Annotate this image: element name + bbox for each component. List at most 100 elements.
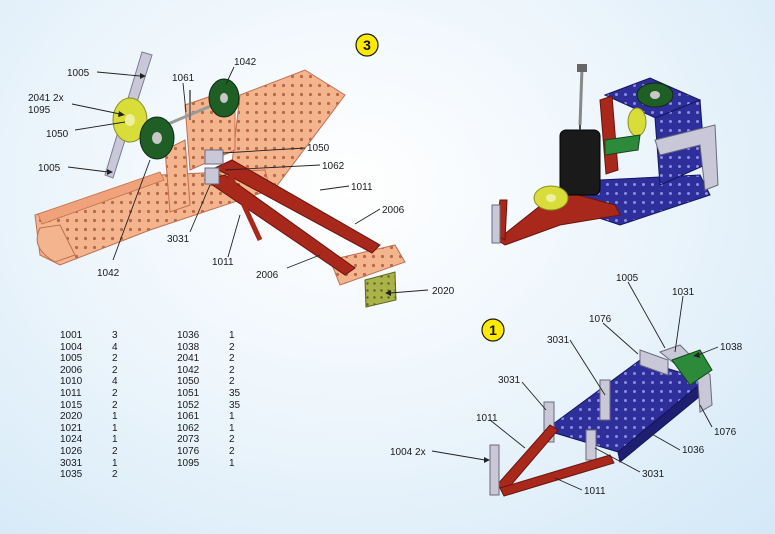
callout-1011-bottom: 1011 — [212, 257, 234, 268]
boat-gray-frame — [654, 124, 719, 191]
part-quantity: 1 — [112, 411, 118, 423]
green-wheel-hub-rear — [220, 93, 228, 103]
yellow-disc-hub — [125, 114, 135, 126]
callout-1005-bottom: 1005 — [38, 163, 61, 174]
parts-row: 1050 2 — [177, 376, 259, 388]
step3-leader-lines — [67, 66, 429, 296]
green-wheel-hub-front — [152, 132, 162, 144]
step1-bracket-3031-top — [599, 379, 611, 421]
part-number: 1024 — [60, 434, 83, 446]
part-quantity: 1 — [229, 330, 235, 341]
boat-green-plate — [604, 134, 641, 156]
part-number: 2073 — [177, 434, 200, 446]
callout-step1-1076-right: 1076 — [714, 427, 737, 438]
part-quantity: 2 — [112, 399, 118, 411]
parts-row: 1005 2 — [60, 353, 142, 365]
fuselage-upright — [164, 139, 191, 213]
step-1-number: 1 — [489, 322, 497, 338]
boat-funnel-stack — [559, 129, 601, 196]
part-quantity: 1 — [229, 457, 235, 469]
part-quantity: 2 — [112, 469, 118, 481]
callout-step1-3031-top: 3031 — [547, 335, 570, 346]
part-number: 1026 — [60, 445, 83, 457]
red-strut-upper — [213, 159, 381, 254]
part-number: 1010 — [60, 376, 83, 388]
callout-2041: 2041 2x — [28, 93, 64, 104]
part-number: 1038 — [177, 341, 200, 353]
boat-mast — [578, 67, 584, 126]
boat-yellow-disc-right — [627, 107, 647, 137]
step1-bracket-1004 — [489, 444, 500, 496]
callout-2020: 2020 — [432, 286, 455, 297]
callout-1042-bottom: 1042 — [97, 268, 120, 279]
part-quantity: 2 — [229, 376, 235, 388]
part-quantity: 4 — [112, 376, 118, 388]
step1-gray-bracket-1076 — [639, 349, 669, 376]
parts-row: 1052 35 — [177, 400, 259, 412]
part-number: 1021 — [60, 422, 83, 434]
callout-2006-right: 2006 — [382, 205, 405, 216]
part-number: 1042 — [177, 364, 200, 376]
part-number: 1051 — [177, 387, 200, 399]
step1-red-strip-lower — [499, 454, 615, 497]
part-number: 1005 — [60, 353, 83, 365]
part-quantity: 2 — [112, 364, 118, 376]
boat-red-frame-left — [599, 95, 619, 175]
callout-1005-top: 1005 — [67, 68, 90, 79]
part-quantity: 2 — [112, 353, 118, 365]
wing-tip-curve — [36, 224, 76, 263]
tail-fin-plate-2020 — [364, 271, 397, 308]
callout-step1-3031-left: 3031 — [498, 375, 521, 386]
callout-1095: 1095 — [28, 105, 51, 116]
part-number: 2020 — [60, 411, 83, 423]
part-number: 3031 — [60, 457, 83, 469]
callout-1050-left: 1050 — [46, 129, 69, 140]
callout-step1-1005: 1005 — [616, 273, 639, 284]
parts-row: 2073 2 — [177, 434, 259, 446]
part-quantity: 1 — [112, 422, 118, 434]
part-number: 1061 — [177, 411, 200, 423]
part-quantity: 1 — [229, 422, 235, 434]
part-number: 1062 — [177, 422, 200, 434]
part-quantity: 1 — [229, 411, 235, 423]
bracket-3031 — [204, 167, 220, 185]
parts-row: 3031 1 — [60, 458, 142, 470]
callout-step1-1076-top: 1076 — [589, 314, 612, 325]
callout-1011-right: 1011 — [351, 182, 373, 193]
parts-row: 1061 1 — [177, 411, 259, 423]
parts-row: 1010 4 — [60, 376, 142, 388]
step-1-badge — [481, 318, 505, 342]
boat-mast-top — [577, 64, 587, 72]
callout-step1-3031-bottom: 3031 — [642, 469, 665, 480]
bracket-1062 — [204, 149, 224, 165]
part-quantity: 35 — [229, 399, 241, 411]
part-quantity: 2 — [229, 434, 235, 446]
part-quantity: 1 — [112, 457, 118, 469]
part-quantity: 2 — [229, 353, 235, 365]
part-number: 1052 — [177, 399, 200, 411]
callout-1061: 1061 — [172, 73, 195, 84]
part-number: 1004 — [60, 341, 83, 353]
parts-row: 1021 1 — [60, 423, 142, 435]
step1-green-plate-1038 — [671, 349, 713, 386]
callout-3031: 3031 — [167, 234, 190, 245]
part-quantity: 35 — [229, 387, 241, 399]
step-3-number: 3 — [363, 37, 371, 53]
callout-1050-right: 1050 — [307, 143, 330, 154]
part-number: 1050 — [177, 376, 200, 388]
callout-2006-bottom: 2006 — [256, 270, 279, 281]
step1-leader-lines — [431, 281, 719, 491]
parts-row: 1051 35 — [177, 388, 259, 400]
callout-step1-1031: 1031 — [672, 287, 695, 298]
